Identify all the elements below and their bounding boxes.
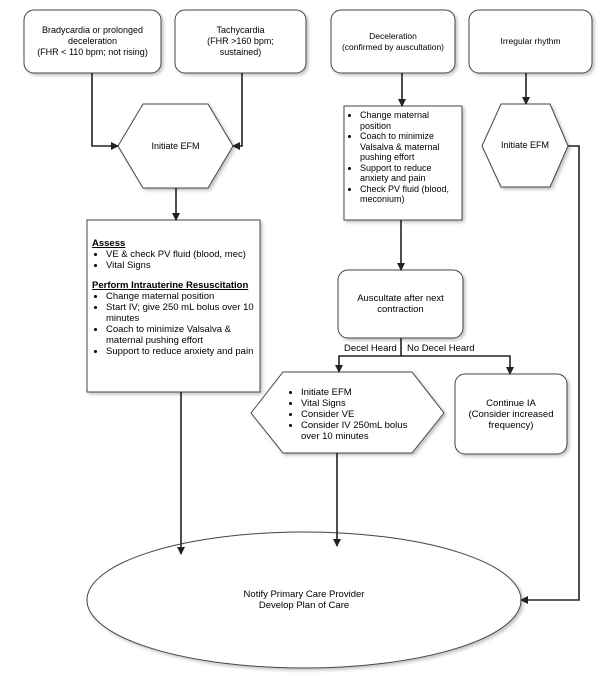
resuscitation-list: Change maternal position Start IV; give … xyxy=(92,291,256,357)
decel-actions-box: Change maternal position Coach to minimi… xyxy=(346,110,462,205)
resuscitation-heading: Perform Intrauterine Resuscitation xyxy=(92,280,249,291)
tachycardia-node: Tachycardia (FHR >160 bpm; sustained) xyxy=(175,10,306,73)
decel-actions-list: Change maternal position Coach to minimi… xyxy=(346,110,462,205)
initiate-efm-right-node: Initiate EFM xyxy=(482,104,568,187)
assess-item: VE & check PV fluid (blood, mec) xyxy=(106,249,256,260)
auscultate-line-1: Auscultate after next xyxy=(357,293,444,304)
tachycardia-box-shape xyxy=(174,9,307,74)
decel-action-item: Support to reduce anxiety and pain xyxy=(360,163,462,184)
initiate-efm-left-label: Initiate EFM xyxy=(151,140,200,151)
initiate-efm-left-node: Initiate EFM xyxy=(118,104,233,188)
edge-auscultate-to-no-decel-heard xyxy=(401,355,514,375)
decel-action-item: Change maternal position xyxy=(360,110,462,131)
decel-heard-actions-box: Initiate EFM Vital Signs Consider VE Con… xyxy=(287,387,417,442)
irregular-rhythm-label: Irregular rhythm xyxy=(500,36,561,46)
resuscitation-item: Support to reduce anxiety and pain xyxy=(106,346,256,357)
tachycardia-line-1: Tachycardia xyxy=(216,25,265,35)
decel-action-item: Coach to minimize Valsalva & maternal pu… xyxy=(360,131,462,163)
decel-action-item: Check PV fluid (blood, meconium) xyxy=(360,184,462,205)
bradycardia-line-3: (FHR < 110 bpm; not rising) xyxy=(37,47,148,57)
decel-heard-action-item: Initiate EFM xyxy=(301,387,417,398)
tachycardia-line-3: sustained) xyxy=(219,47,262,57)
continue-ia-line-3: frequency) xyxy=(488,419,534,431)
bradycardia-line-1: Bradycardia or prolonged xyxy=(41,25,144,35)
assess-box-shape xyxy=(86,219,261,393)
edge-efm-to-notify xyxy=(520,145,580,604)
deceleration-box-shape xyxy=(330,9,456,74)
decel-heard-actions-list: Initiate EFM Vital Signs Consider VE Con… xyxy=(287,387,417,442)
assess-heading: Assess xyxy=(92,238,126,249)
auscultate-node: Auscultate after next contraction xyxy=(338,270,463,338)
initiate-efm-right-label: Initiate EFM xyxy=(500,140,549,150)
auscultate-line-2: contraction xyxy=(377,304,424,315)
resuscitation-item: Start IV; give 250 mL bolus over 10 minu… xyxy=(106,302,256,324)
decel-heard-action-item: Vital Signs xyxy=(301,398,417,409)
deceleration-node: Deceleration (confirmed by auscultation) xyxy=(331,10,455,73)
resuscitation-item: Change maternal position xyxy=(106,291,256,302)
decel-heard-actions-shape xyxy=(250,371,445,454)
tachycardia-line-2: (FHR >160 bpm; xyxy=(207,36,274,46)
decel-heard-action-item: Consider VE xyxy=(301,409,417,420)
continue-ia-node: Continue IA (Consider increased frequenc… xyxy=(455,374,567,454)
edge-auscultate-to-decel-heard xyxy=(335,338,402,373)
edge-bradycardia-to-efm xyxy=(91,73,119,150)
notify-line-2: Develop Plan of Care xyxy=(258,600,350,611)
resuscitation-item: Coach to minimize Valsalva & maternal pu… xyxy=(106,324,256,346)
notify-node: Notify Primary Care Provider Develop Pla… xyxy=(87,560,521,640)
assess-item: Vital Signs xyxy=(106,260,256,271)
continue-ia-line-2: (Consider increased xyxy=(468,408,554,420)
decel-actions-box-shape xyxy=(343,105,463,221)
decel-heard-action-item: Consider IV 250mL bolus over 10 minutes xyxy=(301,420,417,442)
assess-list: VE & check PV fluid (blood, mec) Vital S… xyxy=(92,249,256,271)
notify-line-1: Notify Primary Care Provider xyxy=(243,589,365,600)
no-decel-heard-label: No Decel Heard xyxy=(407,343,475,354)
decel-heard-label: Decel Heard xyxy=(344,343,397,354)
deceleration-line-2: (confirmed by auscultation) xyxy=(341,41,445,52)
edge-tachycardia-to-efm xyxy=(232,73,243,150)
bradycardia-node: Bradycardia or prolonged deceleration (F… xyxy=(24,10,161,73)
irregular-rhythm-node: Irregular rhythm xyxy=(469,10,592,73)
continue-ia-line-1: Continue IA xyxy=(486,397,536,409)
irregular-box-shape xyxy=(468,9,593,74)
bradycardia-line-2: deceleration xyxy=(67,36,118,46)
deceleration-line-1: Deceleration xyxy=(369,30,417,41)
assess-box: Assess VE & check PV fluid (blood, mec) … xyxy=(92,238,256,357)
